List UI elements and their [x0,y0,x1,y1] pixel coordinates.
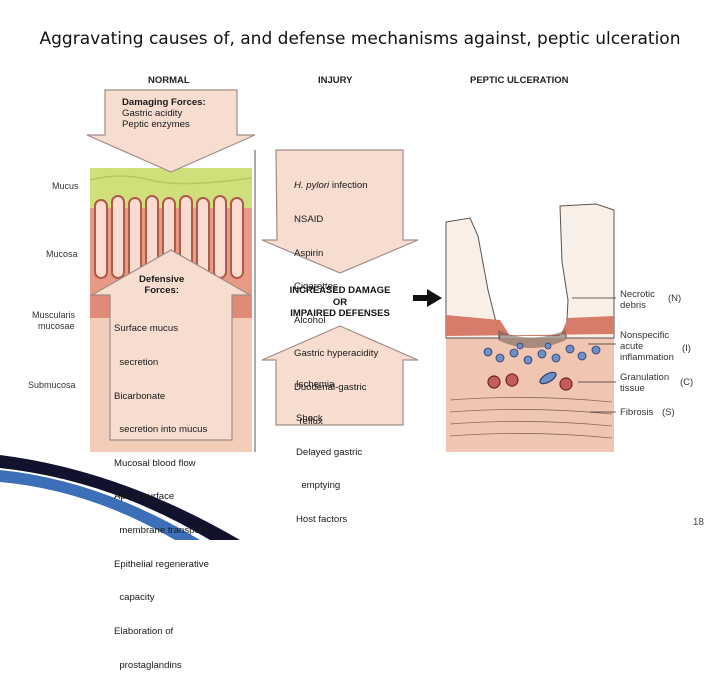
defensive-item: capacity [114,592,155,604]
injury-item: NSAID [294,214,324,226]
inflam-line-1: Nonspecific [620,330,670,341]
defensive-item: Bicarbonate [114,390,166,402]
defensive-item: Elaboration of [114,625,174,637]
label-leaders [572,297,616,413]
ulcer-wall-right [559,203,615,339]
damaging-forces-text: Damaging Forces: Gastric acidity Peptic … [122,97,206,131]
impaired-item: Delayed gastric [296,446,363,458]
defensive-item: Apical surface [114,491,175,503]
slide-title: Aggravating causes of, and defense mecha… [39,29,681,49]
damaging-item: Peptic enzymes [122,119,190,131]
muscularis-band [446,315,614,336]
inflam-line-3: inflammation [620,352,674,363]
impaired-causes-list: Ischemia Shock Delayed gastric emptying … [296,357,362,536]
necrotic-line-2: debris [620,300,646,311]
injury-causes-list: H. pylori infection NSAID Aspirin Cigare… [294,158,378,438]
injury-item: Gastric hyperacidity [294,348,379,360]
damaging-forces-arrow [86,89,256,173]
center-line-3: IMPAIRED DEFENSES [290,308,390,319]
center-line-2: OR [332,296,348,308]
damaging-item: Gastric acidity [122,108,183,120]
impaired-item: Host factors [296,513,348,525]
lesion-label-inflammation: Nonspecific acute inflammation [620,330,674,363]
lesion-label-necrotic: Necrotic debris [620,289,655,311]
granulation-vessels [487,371,573,391]
injury-item: Alcohol [294,314,326,326]
necrotic-line-1: Necrotic [620,289,655,300]
hpylori-infection-label: infection [329,180,368,192]
impaired-causes-arrow [261,325,419,426]
lesion-code-granulation: (C) [680,377,694,388]
ulcer-panel [445,203,616,452]
layer-label-muscularis: Muscularis [32,310,76,320]
defensive-heading-line-1: Defensive [139,274,185,285]
gastric-glands [94,195,244,279]
ulcer-submucosa [446,338,614,452]
defensive-forces-arrow [89,249,253,441]
impaired-item: emptying [296,480,341,492]
injury-item: Cigarettes [294,281,338,293]
center-transition-text: INCREASED DAMAGE OR IMPAIRED DEFENSES [276,285,404,320]
ulcer-wall-left [445,217,501,339]
injury-item: Duodenal-gastric [294,382,367,394]
inflammatory-cells [483,342,601,365]
injury-item-hpylori: H. pylori infection [294,180,378,191]
transition-arrow [413,289,442,307]
defensive-heading-line-2: Forces: [144,285,179,297]
injury-item: reflux [294,415,323,427]
injury-item: Aspirin [294,247,324,259]
impaired-item: Ischemia [296,379,335,391]
lesion-code-fibrosis: (S) [662,407,675,418]
defensive-item: Mucosal blood flow [114,457,196,469]
lesion-label-granulation: Granulation tissue [620,372,669,394]
layer-label-muscularis-2: mucosae [38,321,75,331]
lesion-label-fibrosis: Fibrosis [620,407,654,418]
layer-label-mucosa: Mucosa [46,249,78,259]
defensive-forces-list: Surface mucus secretion Bicarbonate secr… [114,301,209,682]
peptic-ulcer-diagram [0,89,616,540]
column-heading-normal: NORMAL [148,75,190,86]
defensive-item: membrane transport [114,525,206,537]
mucus-surface-line [89,175,253,185]
page-number: 18 [692,517,704,528]
defensive-item: prostaglandins [114,659,182,671]
injury-causes-arrow [261,149,419,274]
gran-line-2: tissue [620,383,645,394]
inflam-line-2: acute [620,341,644,352]
column-heading-injury: INJURY [318,75,353,86]
fibrosis-lines [449,397,613,439]
defensive-item: Epithelial regenerative [114,558,209,570]
impaired-item: Shock [296,413,323,425]
layer-label-submucosa: Submucosa [28,380,76,390]
lesion-code-inflammation: (I) [682,343,691,354]
slide-swoosh-decoration [0,455,240,540]
damaging-forces-heading: Damaging Forces: [122,97,206,108]
defensive-item: secretion [114,357,159,369]
defensive-item: secretion into mucus [114,424,208,436]
gran-line-1: Granulation [620,372,670,383]
defensive-item: Surface mucus [114,323,178,335]
lesion-code-necrotic: (N) [668,293,682,304]
column-heading-ulceration: PEPTIC ULCERATION [470,75,569,86]
center-line-1: INCREASED DAMAGE [289,285,391,296]
hpylori-label: H. pylori [294,180,330,192]
defensive-forces-heading: Defensive Forces: [139,274,184,296]
layer-label-mucus: Mucus [52,181,79,191]
